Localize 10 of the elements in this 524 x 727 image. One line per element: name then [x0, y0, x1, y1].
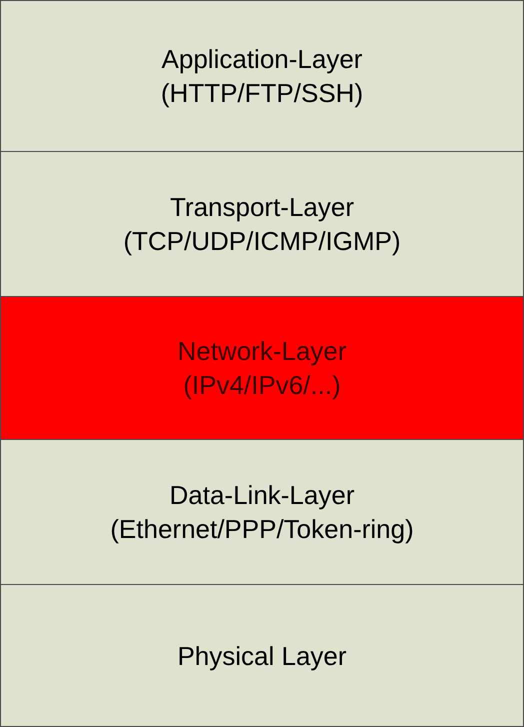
layer-band: [0, 440, 524, 585]
layer-band: [0, 585, 524, 727]
layer-band: [0, 0, 524, 152]
highlighted-layer-band: [0, 297, 524, 440]
layer-name: Physical Layer: [176, 640, 348, 672]
layer-band: [0, 152, 524, 297]
layer-name: Network-Layer (IPv4/IPv6/...): [176, 335, 348, 402]
layer-name: Transport-Layer (TCP/UDP/ICMP/IGMP): [122, 191, 402, 258]
layer-name: Data-Link-Layer (Ethernet/PPP/Token-ring): [109, 479, 415, 546]
layer-name: Application-Layer (HTTP/FTP/SSH): [160, 43, 364, 110]
